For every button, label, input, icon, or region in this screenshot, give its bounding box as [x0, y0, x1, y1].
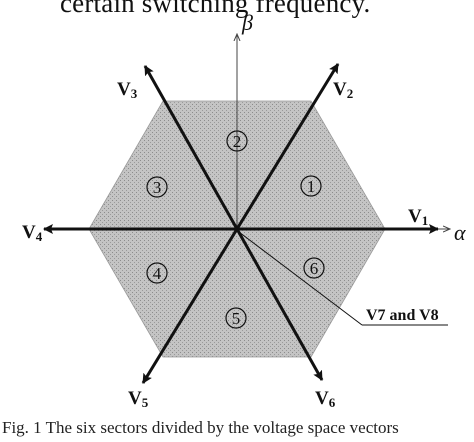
vector-v6-label: V6: [315, 388, 336, 410]
null-vector-leader: [238, 231, 363, 326]
null-vectors-label: V7 and V8: [366, 307, 439, 324]
svg-text:6: 6: [310, 259, 319, 278]
figure-caption: Fig. 1 The six sectors divided by the vo…: [2, 418, 399, 437]
vector-v1-label: V1: [408, 206, 428, 228]
svg-text:1: 1: [307, 177, 316, 196]
sector-6-marker: 6: [303, 257, 325, 279]
beta-axis-label: β: [241, 10, 253, 35]
vector-v5-arrow: [141, 228, 239, 384]
svg-text:4: 4: [153, 264, 162, 283]
vector-diagram: V1 V2 V3 V4 V5 V6 α β 1 2 3 4 5: [22, 10, 466, 410]
vector-v5-label: V5: [128, 388, 149, 410]
vector-v3-arrow: [143, 65, 239, 230]
vector-v3-label: V3: [117, 79, 138, 101]
vector-v2-label: V2: [333, 79, 353, 101]
sector-4-marker: 4: [146, 262, 168, 284]
intro-text: certain switching frequency.: [60, 0, 371, 18]
sector-1-marker: 1: [300, 175, 322, 197]
svg-text:3: 3: [153, 178, 162, 197]
alpha-axis-label: α: [454, 220, 466, 245]
vector-v6-arrow: [235, 228, 324, 381]
vector-v4-label: V4: [22, 222, 43, 244]
sector-5-marker: 5: [225, 307, 247, 329]
vector-v2-arrow: [235, 63, 340, 230]
svg-text:5: 5: [232, 309, 241, 328]
svg-text:2: 2: [233, 132, 242, 151]
sector-3-marker: 3: [146, 176, 168, 198]
sector-2-marker: 2: [226, 130, 248, 152]
